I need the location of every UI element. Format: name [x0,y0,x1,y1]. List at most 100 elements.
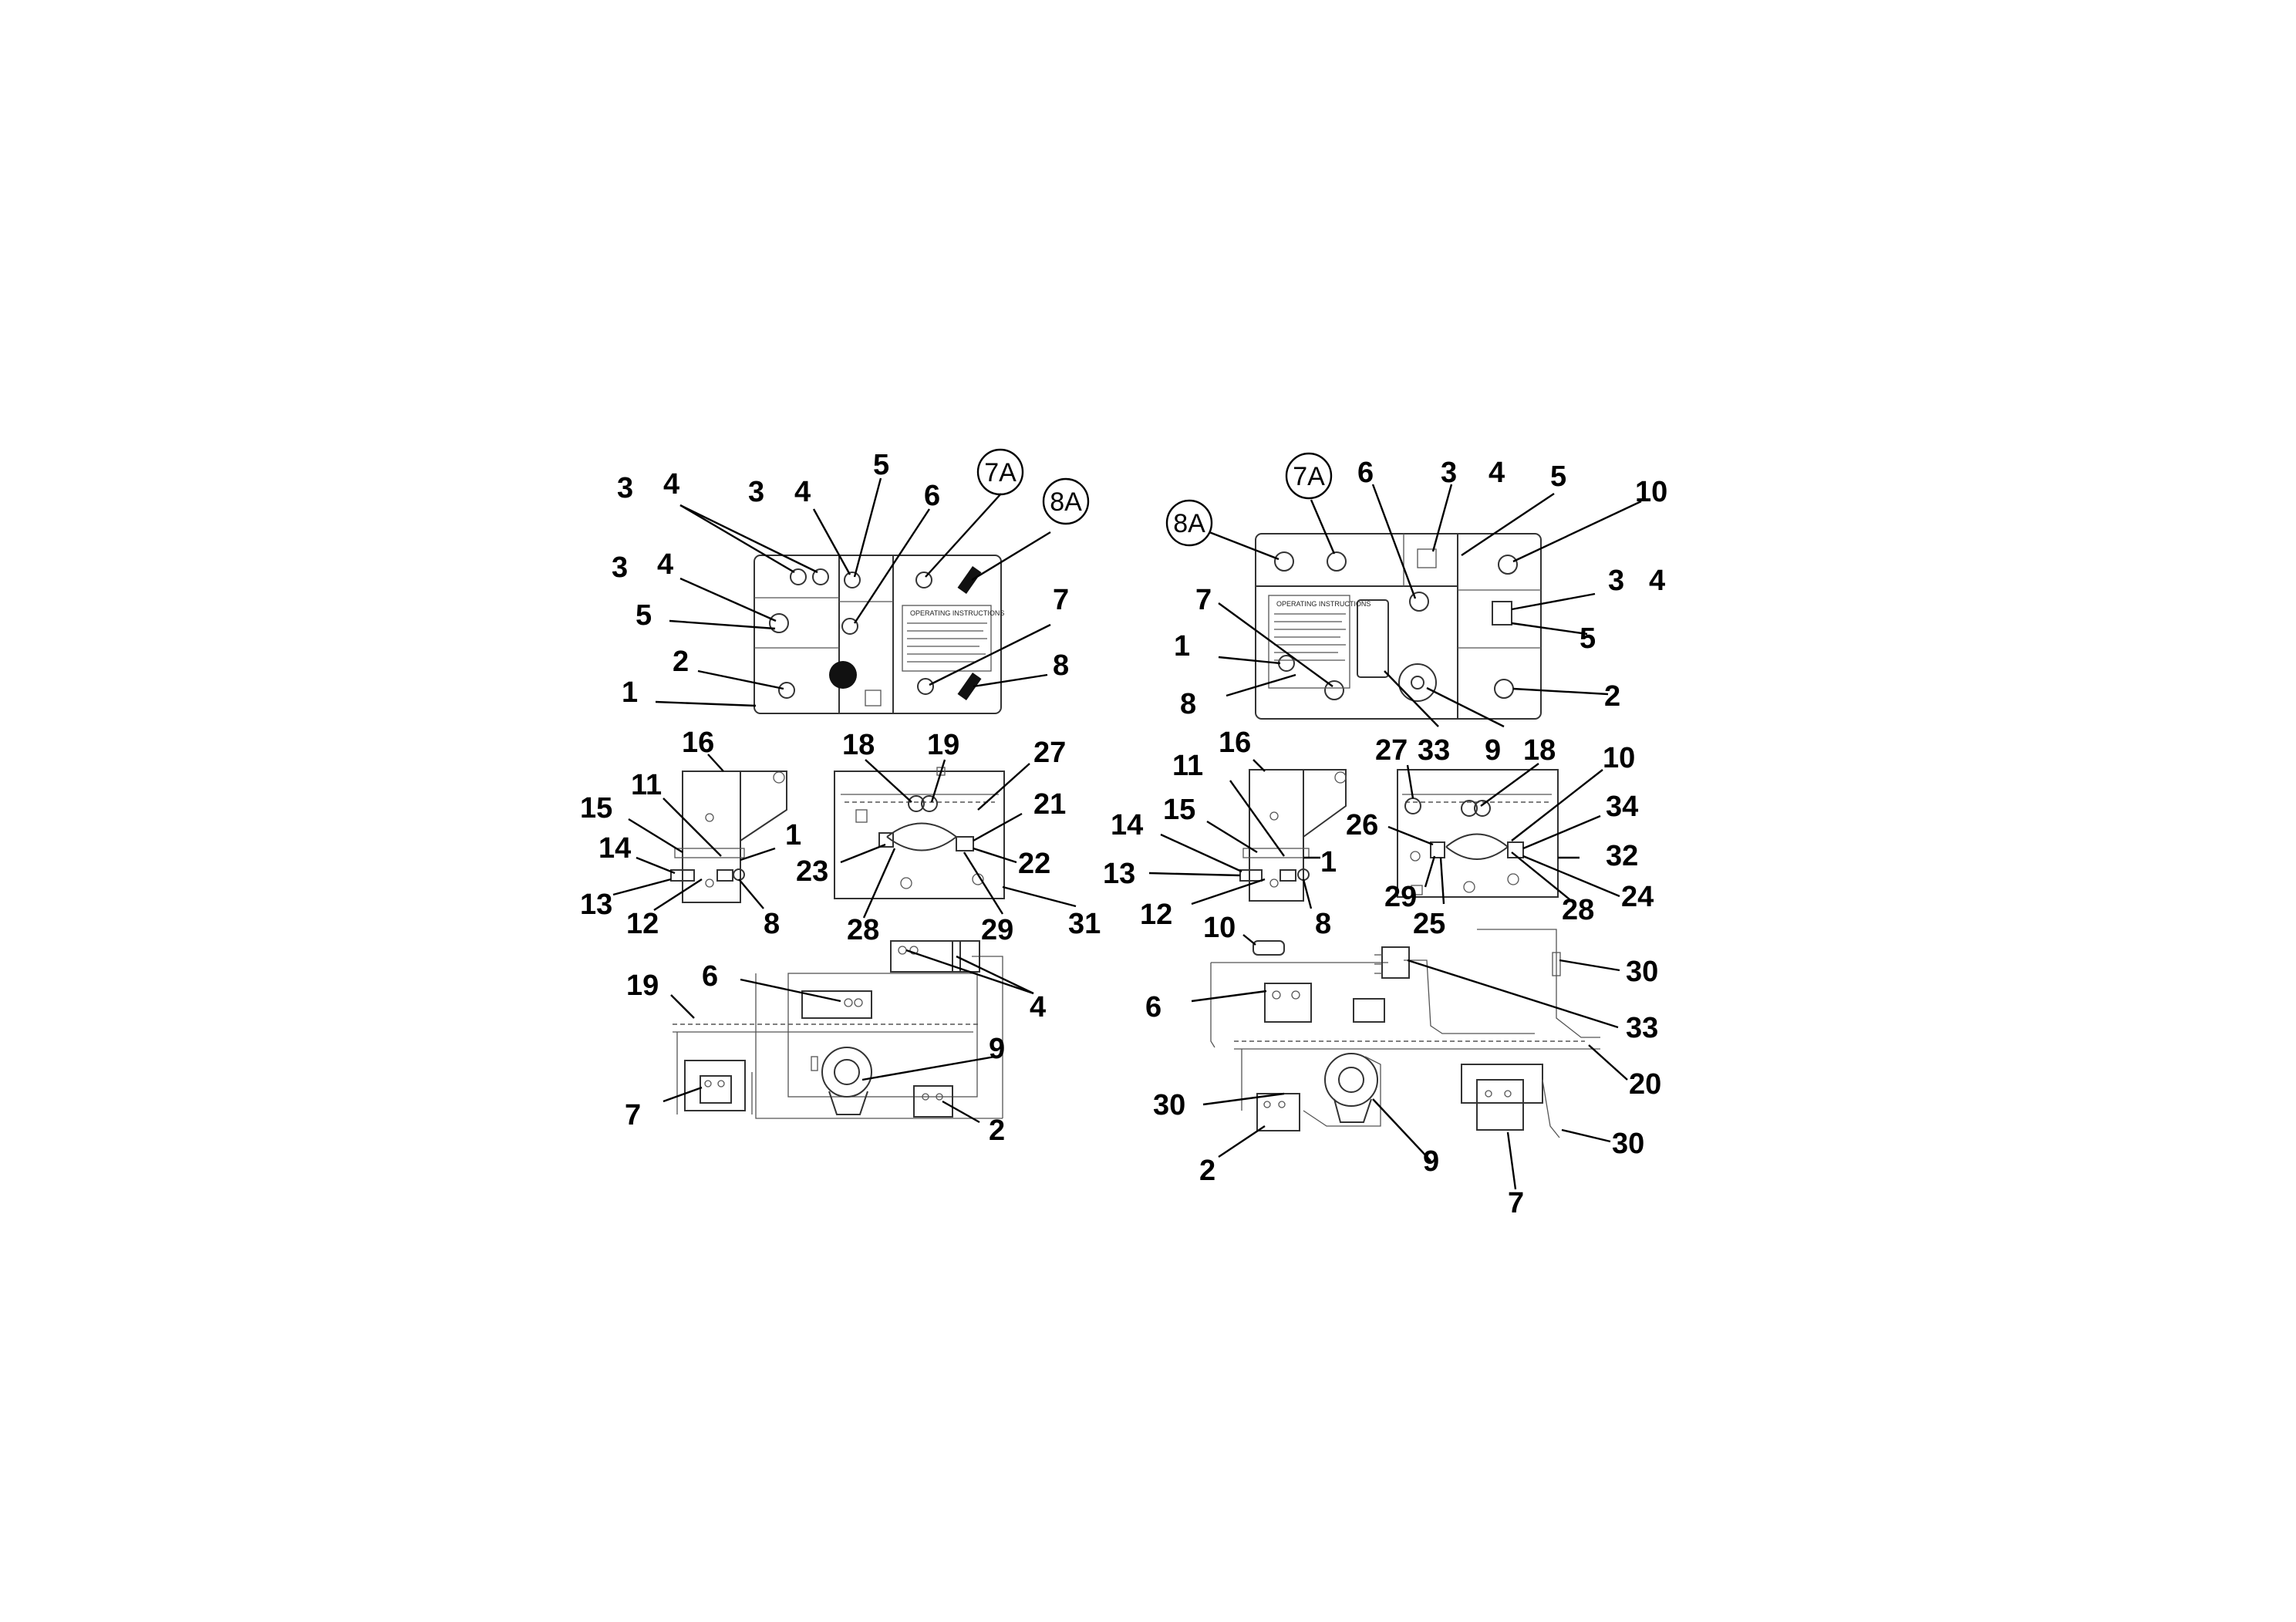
leader-lines-br [1191,934,1628,1190]
callout-circle [1042,477,1090,525]
callout: 13 [1103,858,1135,890]
callout: 8 [1315,908,1331,940]
callouts-mr2: 27 18 10 26 34 32 29 25 28 24 [1346,734,1654,940]
rear-view-left [834,767,1005,899]
callout: 2 [1604,680,1620,713]
callout: 10 [1603,742,1635,774]
callout: 7 [625,1099,641,1131]
callout: 12 [626,908,659,940]
callout: 31 [1068,908,1101,940]
callouts-tr: 8A 7A 6 3 4 5 10 3 4 5 7 1 8 33 9 2 [1165,452,1667,767]
callout: 9 [1423,1145,1439,1178]
callout: 6 [1145,991,1161,1023]
callout: 14 [598,832,631,865]
callout: 8 [1180,688,1196,720]
callout: 29 [1384,881,1417,913]
callout: 32 [1606,840,1638,872]
leader-lines-mr2 [1387,763,1620,905]
control-panel-left: OPERATING INSTRUCTIONS [754,555,1004,714]
leader-lines-bl [663,949,1034,1124]
callout: 27 [1033,737,1066,769]
callout: 5 [1580,622,1596,655]
callout: 3 [617,472,633,504]
callout: 7A [1293,462,1325,491]
callouts-mc: 18 19 27 21 22 23 28 29 31 [796,729,1101,946]
rear-view-right [1397,769,1559,898]
callout: 8A [1173,509,1205,538]
leader-lines-ml [612,754,776,912]
callout: 19 [927,729,959,761]
callout: 33 [1626,1012,1658,1044]
callout: 13 [580,889,612,921]
leader-lines-tr [1209,484,1642,728]
callout: 7 [1053,584,1069,616]
callout: 1 [1174,630,1190,663]
callout: 18 [842,729,875,761]
callout: 14 [1111,809,1143,841]
callout: 4 [794,476,811,508]
callout: 8 [764,908,780,940]
callout: 28 [847,914,879,946]
callout: 19 [626,969,659,1002]
callout: 1 [1320,846,1337,878]
callout-circle [1285,452,1333,500]
callouts-ml: 16 11 15 14 13 12 1 8 [580,727,801,940]
callout: 5 [636,599,652,632]
callout: 15 [580,792,612,824]
callout: 1 [622,676,638,709]
callout: 3 [1441,457,1457,489]
callout: 6 [924,480,940,512]
callout: 6 [702,960,718,993]
callout: 3 [748,476,764,508]
callout: 2 [989,1114,1005,1147]
callout: 11 [1172,750,1203,782]
callout: 18 [1523,734,1556,767]
callout: 34 [1606,791,1638,823]
callout: 7 [1195,584,1212,616]
callout: 30 [1612,1128,1644,1160]
leader-lines-mc [840,759,1077,919]
callout: 6 [1357,457,1374,489]
callout: 10 [1203,912,1236,944]
callout: 5 [1550,460,1566,493]
wiring-left [673,940,1003,1119]
callout: 16 [1219,727,1251,759]
callout-circle [1165,499,1213,547]
callout: 28 [1562,894,1594,926]
instructions-title-left: OPERATING INSTRUCTIONS [910,609,1004,617]
callout: 26 [1346,809,1378,841]
callout: 4 [1649,565,1665,597]
callout: 7 [1508,1187,1524,1219]
callout: 7A [984,458,1017,487]
callout: 3 [612,551,628,584]
callout: 4 [1030,991,1046,1023]
callout: 9 [1485,734,1501,767]
leader-lines-mr [1148,759,1320,909]
callout: 4 [1489,457,1505,489]
callouts-bl: 19 6 4 9 7 2 [625,960,1046,1147]
callout: 33 [1418,734,1450,767]
callout: 10 [1635,476,1667,508]
callout: 29 [981,914,1013,946]
side-view-right [1239,769,1347,902]
callout: 24 [1621,881,1654,913]
callout: 30 [1153,1089,1185,1121]
callout: 11 [631,769,662,801]
callouts-mr: 11 16 15 14 13 12 1 8 [1103,727,1337,940]
callout: 20 [1629,1068,1661,1101]
leader-lines-tl [655,477,1051,707]
callout: 2 [673,646,689,678]
callout: 9 [989,1033,1005,1065]
callout: 30 [1626,956,1658,988]
callout: 12 [1140,899,1172,931]
callouts-tl: 3 4 3 4 5 6 7A 8A 3 4 5 2 1 7 8 [612,448,1090,709]
callout: 8 [1053,649,1069,682]
callout: 4 [663,468,679,501]
callout: 15 [1163,794,1195,826]
callout: 27 [1375,734,1408,767]
callout: 16 [682,727,714,759]
callout-circle [976,448,1024,496]
instructions-title-right: OPERATING INSTRUCTIONS [1276,600,1371,608]
callout: 5 [873,449,889,481]
